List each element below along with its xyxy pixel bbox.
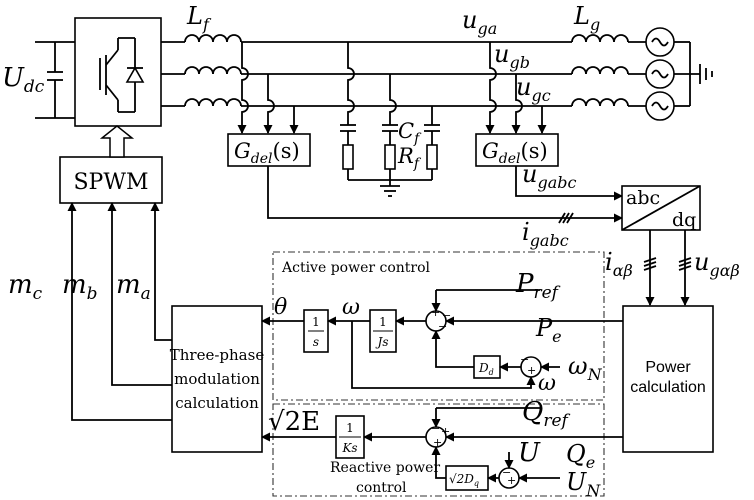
u-galphabeta-label: ugαβ [694,248,740,280]
i-alphabeta-label: iαβ [605,248,633,280]
grid-sources [628,27,713,121]
qe-label: Qe [566,440,595,472]
svg-text:Three-phase: Three-phase [170,346,265,364]
power-calculation-block: Power calculation [622,305,714,453]
svg-text:Power: Power [645,359,691,376]
e-output-label: √2E [268,407,320,437]
ugb-label: ugb [494,40,530,72]
u-gabc-label: ugabc [522,160,576,192]
svg-text:−: − [438,320,447,333]
svg-text:modulation: modulation [174,370,260,388]
ma-label: ma [116,270,151,304]
active-power-control: Active power control 1 s 1 Js + − − Dd −… [261,251,623,401]
svg-text:−: − [442,309,451,322]
svg-text:s: s [313,335,319,349]
u-label: U [518,438,541,468]
svg-text:+: + [441,425,450,438]
svg-text:1: 1 [312,315,320,329]
inductor-lg [571,34,629,107]
svg-text:Active power control: Active power control [281,260,431,276]
svg-text:Gdel(s): Gdel(s) [234,139,300,167]
abc-dq-transform: abc dq [621,185,701,231]
svg-text:+: + [433,436,442,449]
mb-label: mb [62,270,98,304]
current-delay-block: Gdel(s) [227,133,311,167]
reactive-power-control: 1 Ks − + + √2Dq − + Reactive power contr… [261,397,623,500]
udc-label: Udc [2,63,45,97]
svg-text:control: control [356,480,407,496]
theta-label: θ [274,295,287,320]
filter-capacitor-branches [340,42,440,197]
svg-text:1: 1 [379,315,387,329]
svg-text:calculation: calculation [175,394,259,412]
omega-label: ω [342,295,360,320]
inverter-bridge [74,17,162,127]
svg-text:Dd: Dd [478,361,494,377]
svg-text:Reactive power: Reactive power [330,460,440,476]
i-gabc-label: igabc [522,218,569,250]
mc-label: mc [8,270,43,304]
svg-text:calculation: calculation [630,379,706,396]
svg-text:dq: dq [672,209,696,231]
svg-text:+: + [507,474,516,487]
voltage-sense-taps [485,42,547,134]
alpha-beta-slashes [643,257,692,271]
cf-label: Cf [398,119,422,147]
svg-text:SPWM: SPWM [73,170,148,195]
svg-text:Ks: Ks [341,441,357,455]
rf-label: Rf [397,144,422,172]
dc-link-capacitor [35,41,75,119]
gate-signal-arrow [99,125,135,158]
uga-label: uga [462,6,497,38]
svg-text:−: − [520,353,529,366]
svg-text:−: − [502,466,511,479]
spwm-block: SPWM [59,156,163,204]
modulation-calculation-block: Three-phase modulation calculation [170,305,265,453]
pe-label: Pe [535,314,562,346]
svg-text:Js: Js [375,335,389,349]
svg-text:Gdel(s): Gdel(s) [482,139,548,167]
lf-label: Lf [186,2,212,34]
omegaN-label: ωN [568,352,603,384]
un-label: UN [566,468,601,500]
inductor-lf [184,34,242,107]
svg-text:abc: abc [626,187,660,209]
svg-text:−: − [431,422,440,435]
pref-label: Pref [515,269,561,303]
current-sense-taps [237,42,299,134]
ugc-label: ugc [516,73,551,105]
qref-label: Qref [522,397,571,431]
bus-slashes [558,212,574,224]
svg-text:√2Dq: √2Dq [449,472,479,488]
svg-text:+: + [527,364,536,377]
power-stage: Udc Lf [2,2,713,197]
voltage-delay-block: Gdel(s) [475,133,559,167]
lg-label: Lg [573,2,600,34]
svg-text:+: + [431,306,440,319]
svg-text:1: 1 [346,421,354,435]
omega-feedback-label: ω [538,371,556,396]
